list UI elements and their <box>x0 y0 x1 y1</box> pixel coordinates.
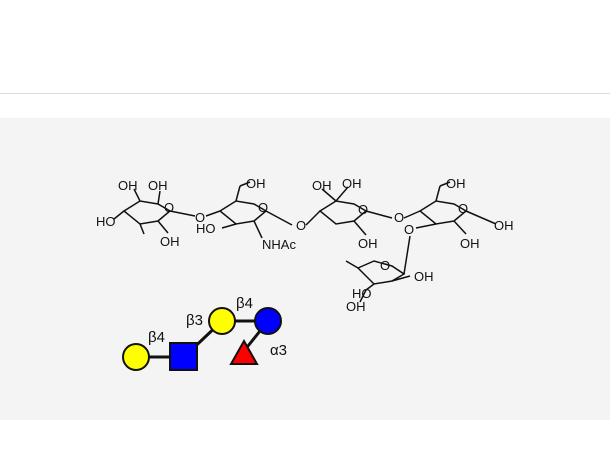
atom-label: OH <box>160 234 180 249</box>
atom-label: OH <box>312 178 332 193</box>
linkage-label: α3 <box>270 342 287 359</box>
top-divider <box>0 93 610 94</box>
atom-label: HO <box>196 221 216 236</box>
atom-label: OH <box>118 178 138 193</box>
atom-label: OH <box>246 176 266 191</box>
yellow-circle-galactose-icon <box>122 343 150 371</box>
yellow-circle-galactose-icon <box>208 307 236 335</box>
atom-label: O <box>164 200 174 215</box>
snfg-glycan-symbol: β4 β3 β4 α3 <box>122 295 287 371</box>
chemical-structure-bonds <box>113 181 497 303</box>
atom-label: NHAc <box>262 237 296 252</box>
atom-label: OH <box>494 218 514 233</box>
atom-label: OH <box>346 299 366 314</box>
linkage-label: β3 <box>186 312 203 329</box>
atom-label: HO <box>352 286 372 301</box>
chemical-structure-labels: OH OH O HO OH O OH O HO NHAc O OH OH O O… <box>96 176 514 314</box>
atom-label: OH <box>446 176 466 191</box>
atom-label: O <box>394 210 404 225</box>
blue-square-glcnac-icon <box>169 342 198 371</box>
atom-label: O <box>195 210 205 225</box>
atom-label: O <box>358 202 368 217</box>
linkage-label: β4 <box>236 295 253 312</box>
linkage-label: β4 <box>148 329 165 346</box>
atom-label: OH <box>358 236 378 251</box>
atom-label: OH <box>148 178 168 193</box>
atom-label: OH <box>460 236 480 251</box>
atom-label: O <box>258 200 268 215</box>
glycan-structure-image: OH OH O HO OH O OH O HO NHAc O OH OH O O… <box>96 176 514 371</box>
atom-label: O <box>404 222 414 237</box>
atom-label: HO <box>96 214 116 229</box>
atom-label: OH <box>414 269 434 284</box>
atom-label: O <box>296 218 306 233</box>
atom-label: O <box>380 258 390 273</box>
atom-label: OH <box>342 176 362 191</box>
glycan-figure-panel: OH OH O HO OH O OH O HO NHAc O OH OH O O… <box>0 118 610 420</box>
atom-label: O <box>458 201 468 216</box>
blue-circle-glucose-icon <box>254 307 282 335</box>
red-triangle-fucose-icon <box>229 338 259 365</box>
